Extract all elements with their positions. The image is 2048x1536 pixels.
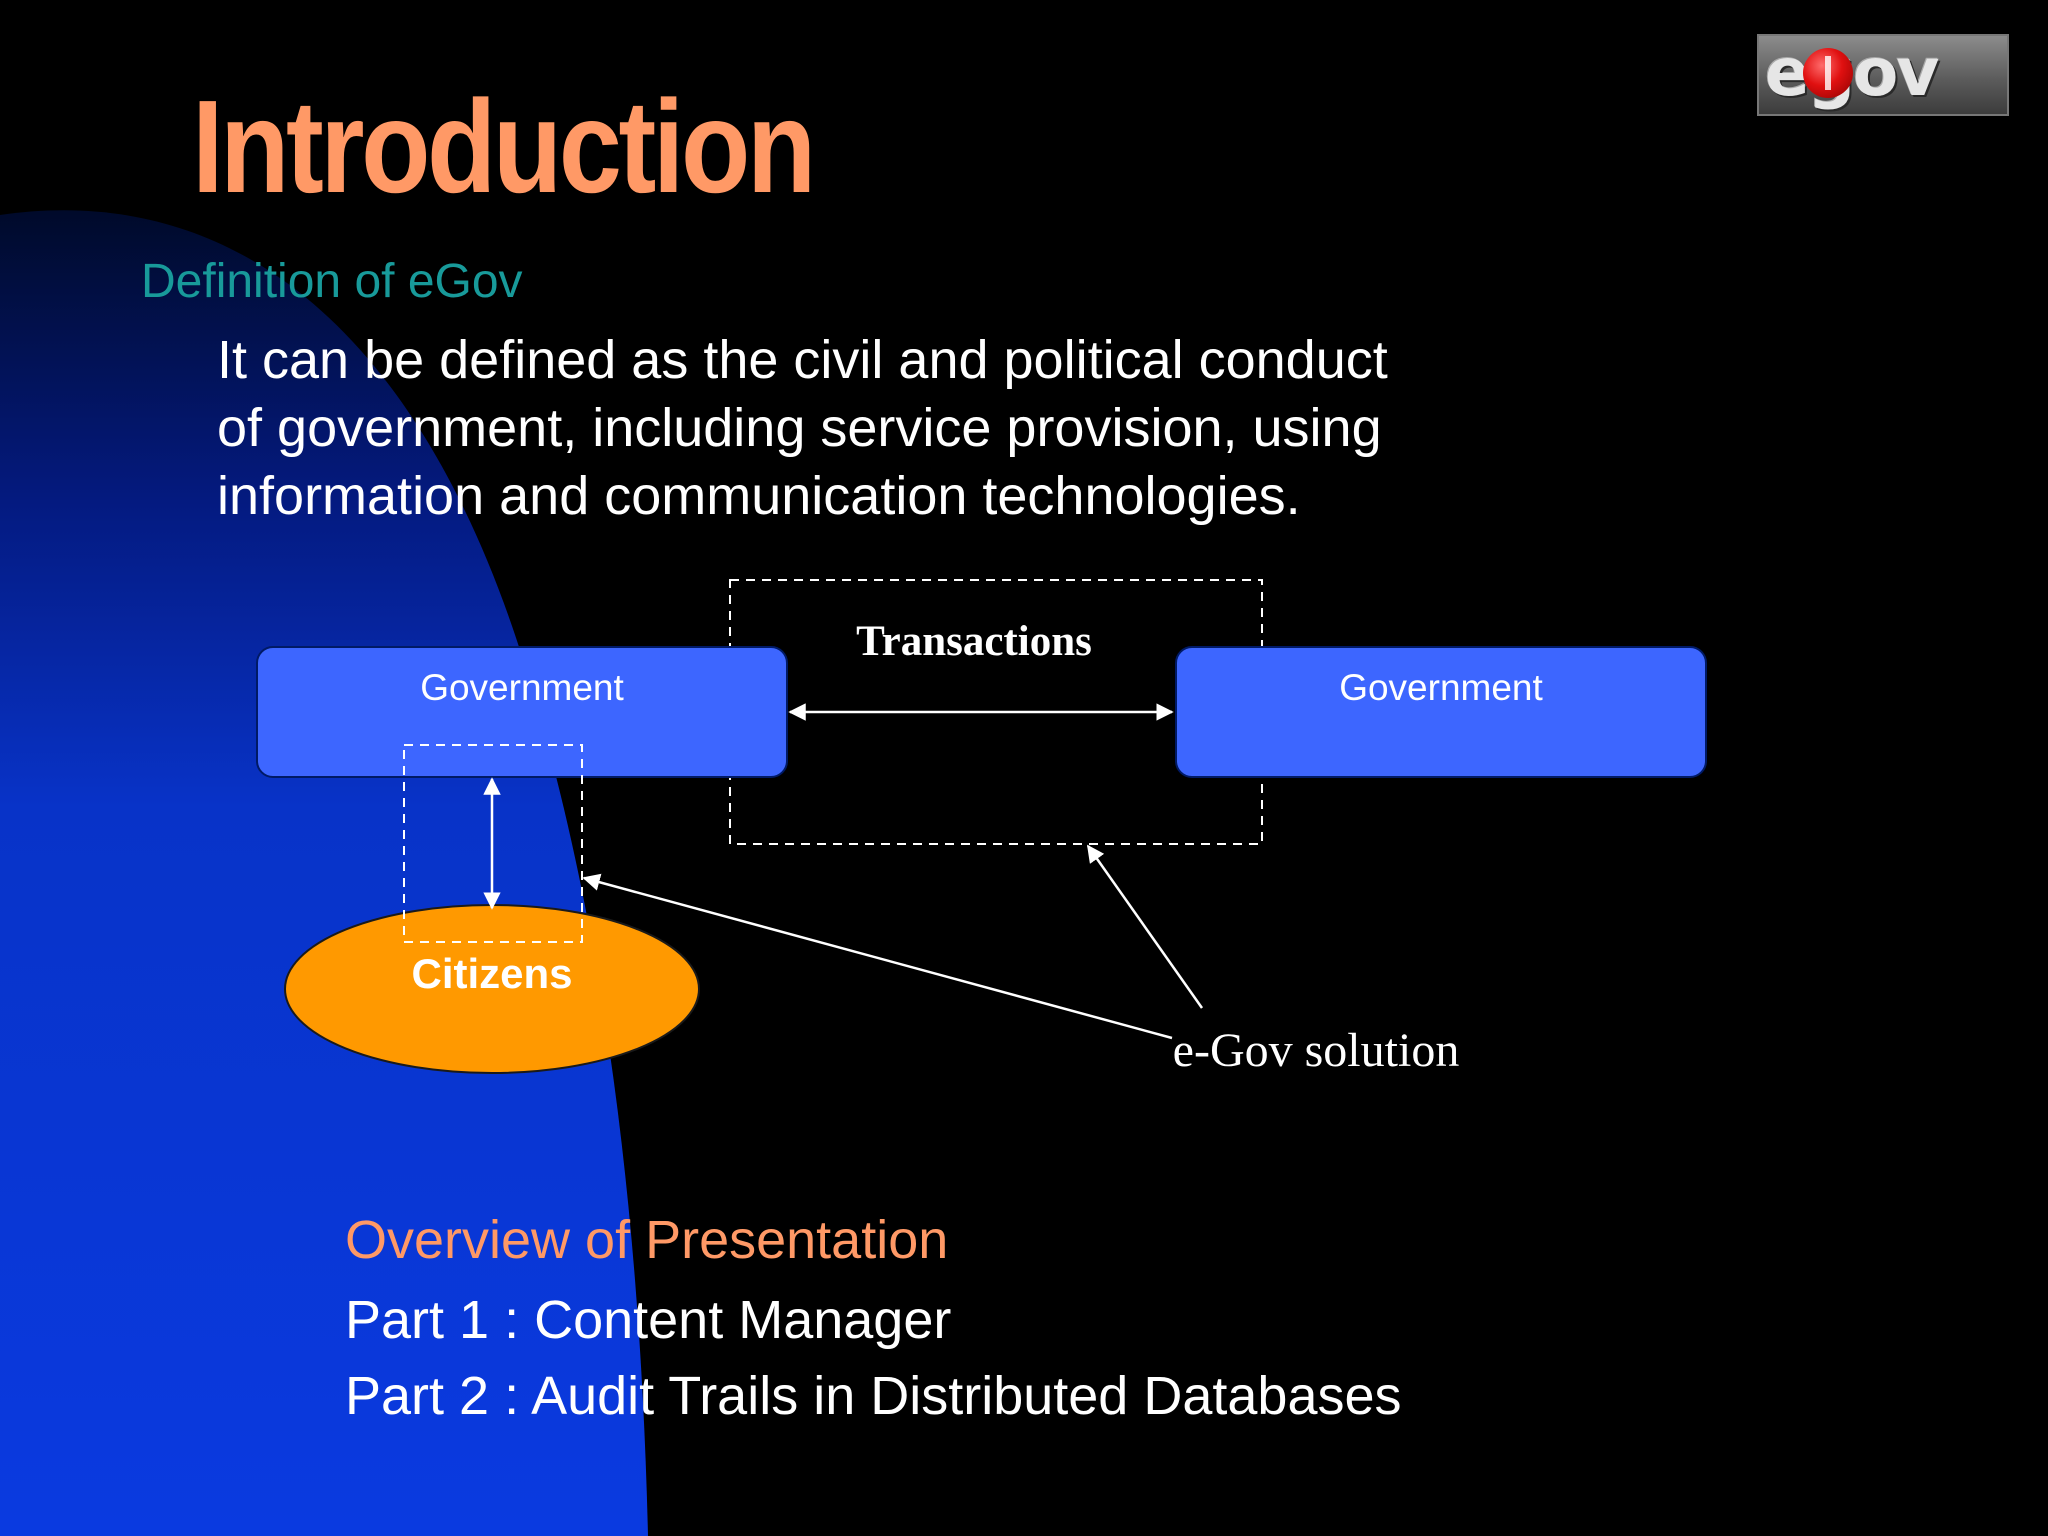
government-box-left [256, 646, 788, 778]
solution-label: e-Gov solution [1173, 1024, 1460, 1077]
citizen-interface-region [403, 744, 583, 943]
solution-pointer-citizens [582, 873, 1173, 1040]
definition-line: It can be defined as the civil and polit… [217, 330, 1388, 390]
overview-item: Part 2 : Audit Trails in Distributed Dat… [345, 1366, 1402, 1426]
overview-item: Part 1 : Content Manager [345, 1290, 952, 1350]
definition-line: information and communication technologi… [217, 466, 1301, 526]
transactions-label: Transactions [856, 618, 1092, 665]
solution-pointer-transactions [1086, 844, 1204, 1009]
definition-heading: Definition of eGov [141, 255, 523, 308]
logo-red-dot-icon [1803, 48, 1853, 98]
logo-dot-mark [1825, 56, 1831, 90]
overview-list: Part 1 : Content Manager Part 2 : Audit … [345, 1282, 1402, 1434]
slide-title: Introduction [192, 73, 816, 220]
egov-logo-icon: egov [1757, 34, 2009, 116]
overview-heading: Overview of Presentation [345, 1210, 949, 1270]
definition-line: of government, including service provisi… [217, 398, 1382, 458]
government-label-right: Government [1339, 667, 1543, 708]
background-swoosh [0, 210, 648, 1536]
government-box-right [1175, 646, 1707, 778]
definition-text: It can be defined as the civil and polit… [217, 326, 1388, 530]
government-label-left: Government [420, 667, 624, 708]
citizens-label: Citizens [411, 950, 572, 997]
